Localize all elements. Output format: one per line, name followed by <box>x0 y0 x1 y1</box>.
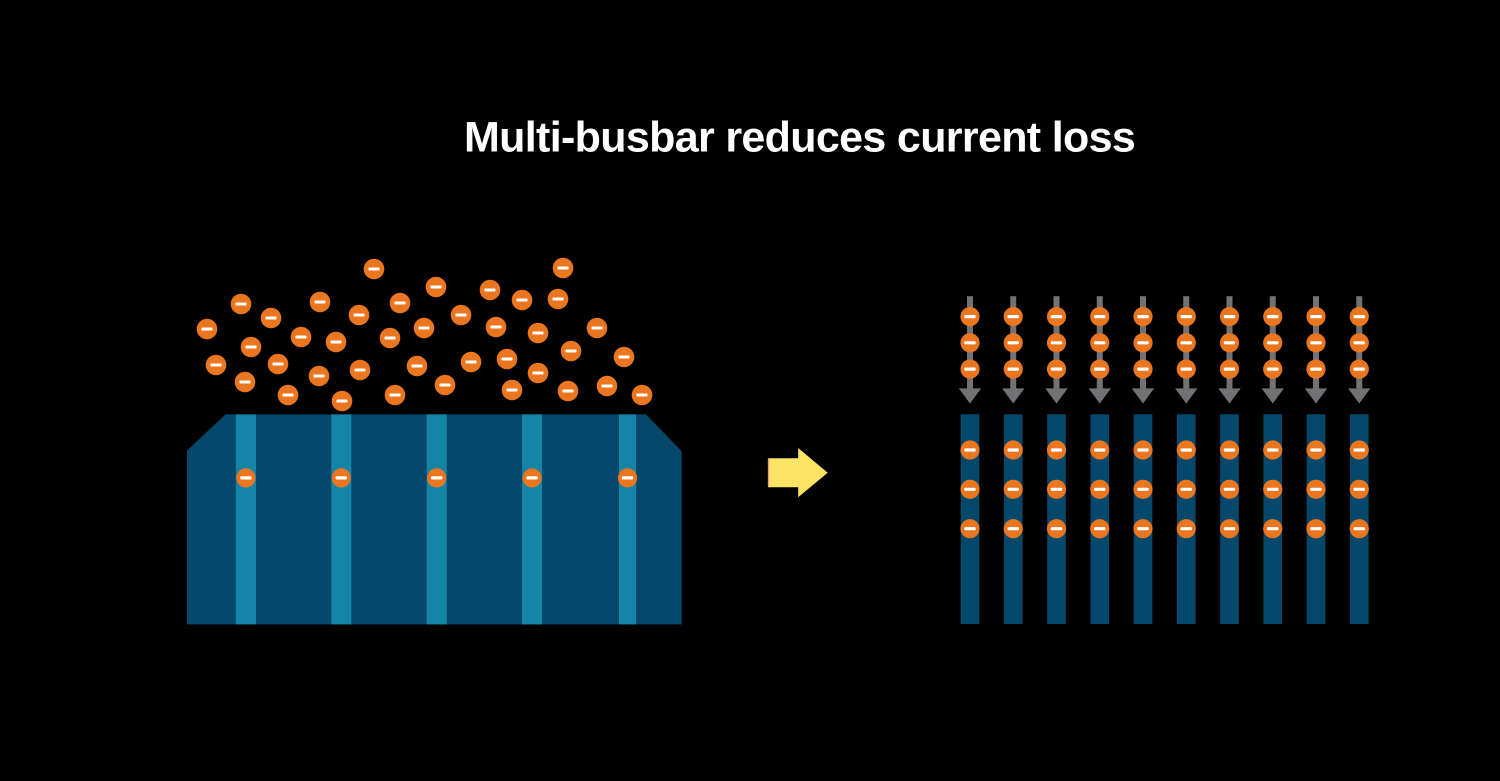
svg-text:Multi-busbar reduces current l: Multi-busbar reduces current loss <box>464 114 1135 162</box>
